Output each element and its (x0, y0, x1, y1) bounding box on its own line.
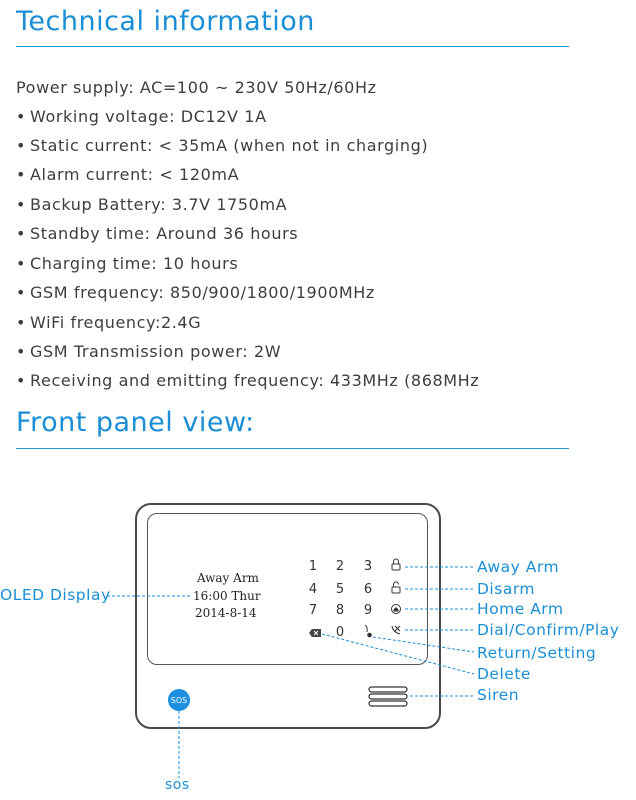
bullet-icon: • (16, 195, 27, 214)
spec-gsm-frequency: •GSM frequency: 850/900/1800/1900MHz (16, 283, 375, 302)
spec-power-supply: Power supply: AC=100 ~ 230V 50Hz/60Hz (16, 78, 377, 97)
bullet-icon: • (16, 254, 27, 273)
bullet-icon: • (16, 224, 27, 243)
spec-alarm-current: •Alarm current: < 120mA (16, 165, 240, 184)
callout-home-arm: Home Arm (477, 600, 564, 618)
callout-return: Return/Setting (477, 644, 597, 662)
sos-button[interactable]: SOS (168, 689, 190, 711)
key-8[interactable]: 8 (335, 603, 345, 618)
key-9[interactable]: 9 (363, 603, 373, 618)
callout-delete: Delete (477, 665, 531, 683)
heading-rule (16, 46, 569, 47)
callout-lines (107, 566, 475, 778)
oled-line-time: 16:00 Thur (193, 589, 261, 603)
key-1[interactable]: 1 (308, 559, 318, 574)
bullet-icon: • (16, 165, 27, 184)
technical-info-heading: Technical information (16, 6, 315, 37)
bullet-icon: • (16, 283, 27, 302)
heading-rule (16, 448, 569, 449)
dial-icon[interactable] (391, 625, 401, 635)
callout-disarm: Disarm (477, 580, 536, 598)
bullet-icon: • (16, 342, 27, 361)
key-0[interactable]: 0 (335, 625, 345, 640)
key-4[interactable]: 4 (308, 582, 318, 597)
spec-wifi-frequency: •WiFi frequency:2.4G (16, 313, 202, 332)
home-arm-icon[interactable] (391, 604, 401, 614)
spec-gsm-power: •GSM Transmission power: 2W (16, 342, 282, 361)
spec-rf-frequency: •Receiving and emitting frequency: 433MH… (16, 371, 480, 390)
disarm-icon[interactable] (391, 581, 401, 594)
spec-charging-time: •Charging time: 10 hours (16, 254, 239, 273)
key-2[interactable]: 2 (335, 559, 345, 574)
return-icon[interactable] (364, 624, 372, 638)
callout-oled-display: OLED Display (0, 586, 111, 604)
callout-away-arm: Away Arm (477, 558, 560, 576)
delete-icon[interactable] (309, 629, 321, 637)
bullet-icon: • (16, 107, 27, 126)
bullet-icon: • (16, 313, 27, 332)
device-panel (135, 503, 441, 729)
key-5[interactable]: 5 (335, 582, 345, 597)
front-panel-heading: Front panel view: (16, 407, 255, 438)
key-7[interactable]: 7 (308, 603, 318, 618)
callout-sos: sos (165, 777, 190, 793)
key-3[interactable]: 3 (363, 559, 373, 574)
siren-grille (368, 686, 408, 707)
bullet-icon: • (16, 136, 27, 155)
bullet-icon: • (16, 371, 27, 390)
key-6[interactable]: 6 (363, 582, 373, 597)
callout-dial: Dial/Confirm/Play (477, 621, 620, 639)
oled-line-mode: Away Arm (197, 571, 259, 585)
spec-static-current: •Static current: < 35mA (when not in cha… (16, 136, 429, 155)
callout-siren: Siren (477, 686, 520, 704)
spec-working-voltage: •Working voltage: DC12V 1A (16, 107, 267, 126)
spec-standby-time: •Standby time: Around 36 hours (16, 224, 299, 243)
away-arm-icon[interactable] (391, 558, 401, 571)
oled-line-date: 2014-8-14 (195, 606, 257, 620)
spec-backup-battery: •Backup Battery: 3.7V 1750mA (16, 195, 288, 214)
